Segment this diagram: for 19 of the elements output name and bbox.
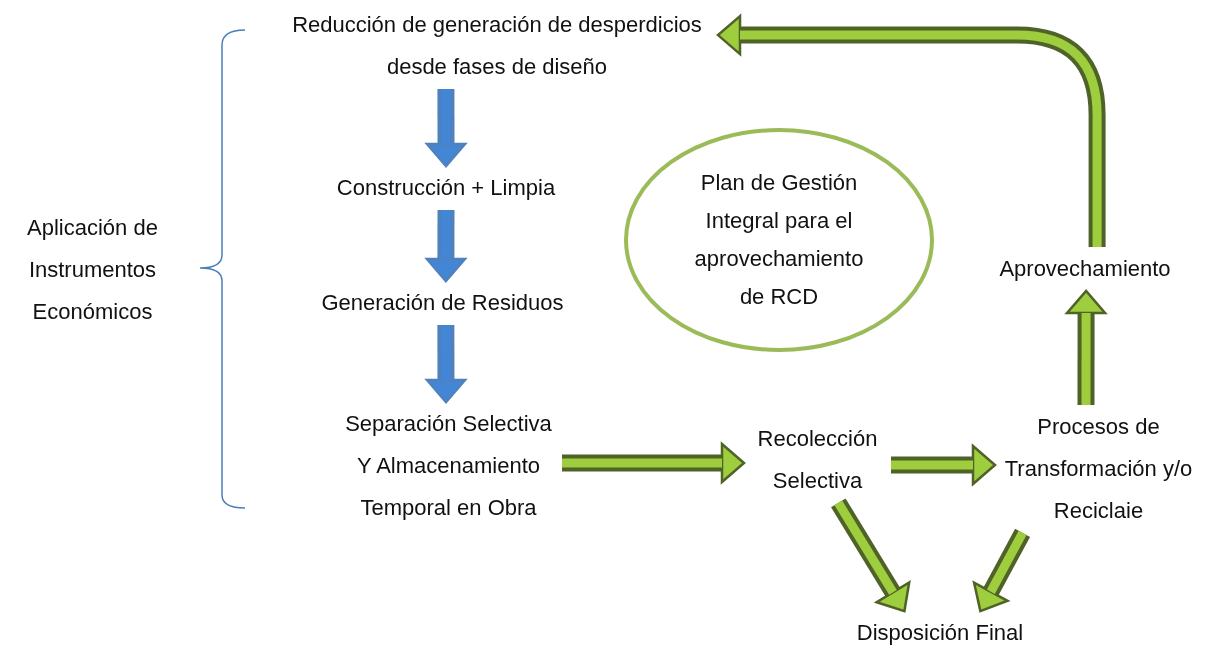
- flow-step-text: Procesos de Transformación y/o Reciclaie: [1003, 413, 1194, 525]
- flow-step-text: Recolección Selectiva: [756, 425, 879, 495]
- block-arrow: [424, 325, 468, 404]
- flow-step-text: Separación Selectiva Y Almacenamiento Temporal en Obra: [344, 410, 553, 522]
- block-arrow: [972, 528, 1031, 613]
- flow-step-text: Disposición Final: [855, 619, 1025, 646]
- block-arrow: [1064, 289, 1108, 405]
- block-arrow: [562, 441, 746, 485]
- flow-step-text: Construcción + Limpia: [335, 174, 557, 202]
- block-arrow: [424, 89, 468, 168]
- block-arrow: [831, 498, 911, 613]
- side-note: Aplicación de Instrumentos Económicos: [26, 214, 159, 326]
- flow-step-text: Generación de Residuos: [320, 289, 565, 317]
- block-arrow: [891, 443, 997, 487]
- block-arrow: [424, 209, 468, 283]
- flow-step-text: Reducción de generación de desperdicios desde fases de diseño: [291, 11, 703, 81]
- block-arrow: [716, 13, 1106, 247]
- flow-step-text: Aprovechamiento: [998, 255, 1172, 283]
- node-text: Plan de Gestión Integral para el aprovechamiento de RCD: [693, 169, 865, 311]
